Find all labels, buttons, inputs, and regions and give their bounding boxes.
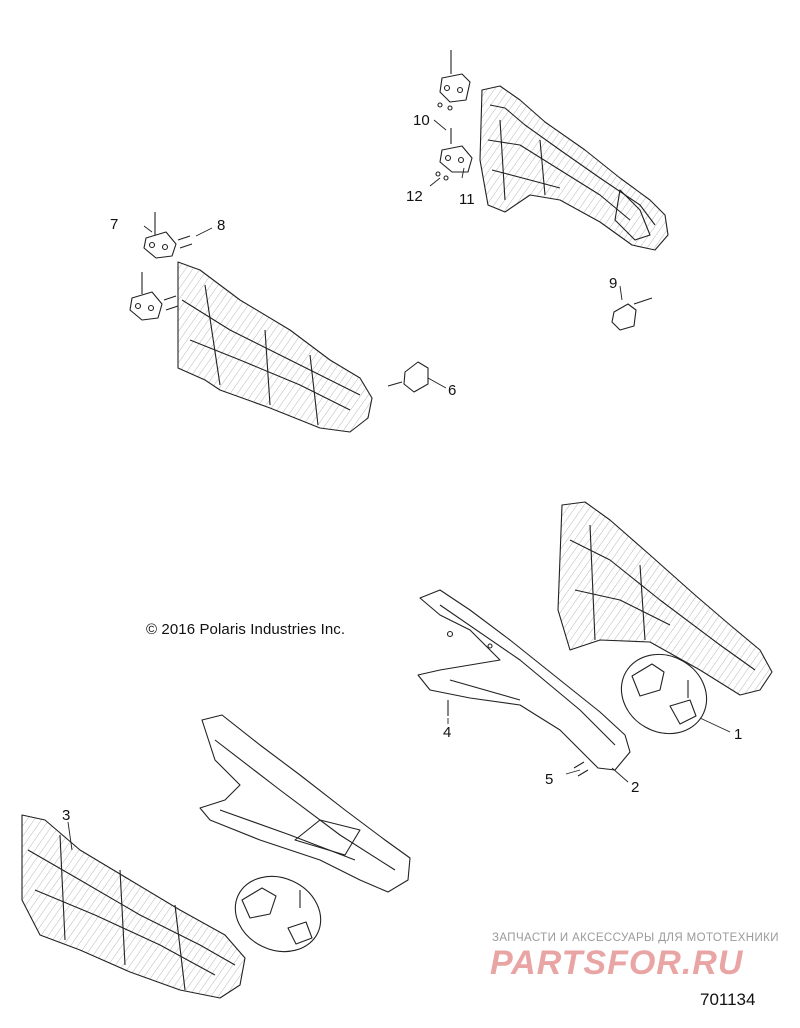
callout-10: 10 — [413, 112, 430, 129]
watermark-caption: ЗАПЧАСТИ И АКСЕССУАРЫ ДЛЯ МОТОТЕХНИКИ — [492, 932, 779, 944]
callout-2: 2 — [631, 779, 639, 796]
diagram-id: 701134 — [700, 990, 756, 1009]
latch-assembly-lower — [234, 875, 322, 953]
lower-door-frame-right — [557, 501, 773, 696]
callout-11: 11 — [459, 191, 475, 208]
callout-8: 8 — [217, 217, 225, 234]
hinge-bracket-lower-left — [129, 272, 179, 321]
middle-door-frame — [417, 589, 631, 771]
copyright-text: © 2016 Polaris Industries Inc. — [146, 621, 346, 638]
callout-5: 5 — [545, 771, 553, 788]
lower-door-frame-left — [199, 714, 411, 893]
lower-door-panel — [21, 814, 246, 999]
screw-5 — [573, 761, 589, 777]
callout-numbers: 1 2 3 4 5 6 7 8 9 10 11 12 — [62, 112, 742, 824]
watermark-logo: PARTSFOR.RU — [490, 944, 744, 982]
leader-lines — [67, 119, 731, 851]
latch-assembly-1 — [620, 653, 708, 735]
callout-4: 4 — [443, 724, 451, 741]
upper-door-panel — [177, 261, 373, 433]
callout-3: 3 — [62, 807, 70, 824]
callout-9: 9 — [609, 275, 617, 292]
callout-7: 7 — [110, 216, 118, 233]
callout-6: 6 — [448, 382, 456, 399]
upper-door-frame — [479, 85, 669, 251]
latch-striker-9 — [611, 297, 653, 331]
callout-1: 1 — [734, 726, 742, 743]
latch-striker-6 — [387, 361, 429, 393]
upper-hinge-lower — [435, 128, 473, 181]
hinge-bracket-7 — [143, 212, 193, 259]
callout-12: 12 — [406, 188, 423, 205]
upper-hinge-top — [437, 50, 471, 111]
